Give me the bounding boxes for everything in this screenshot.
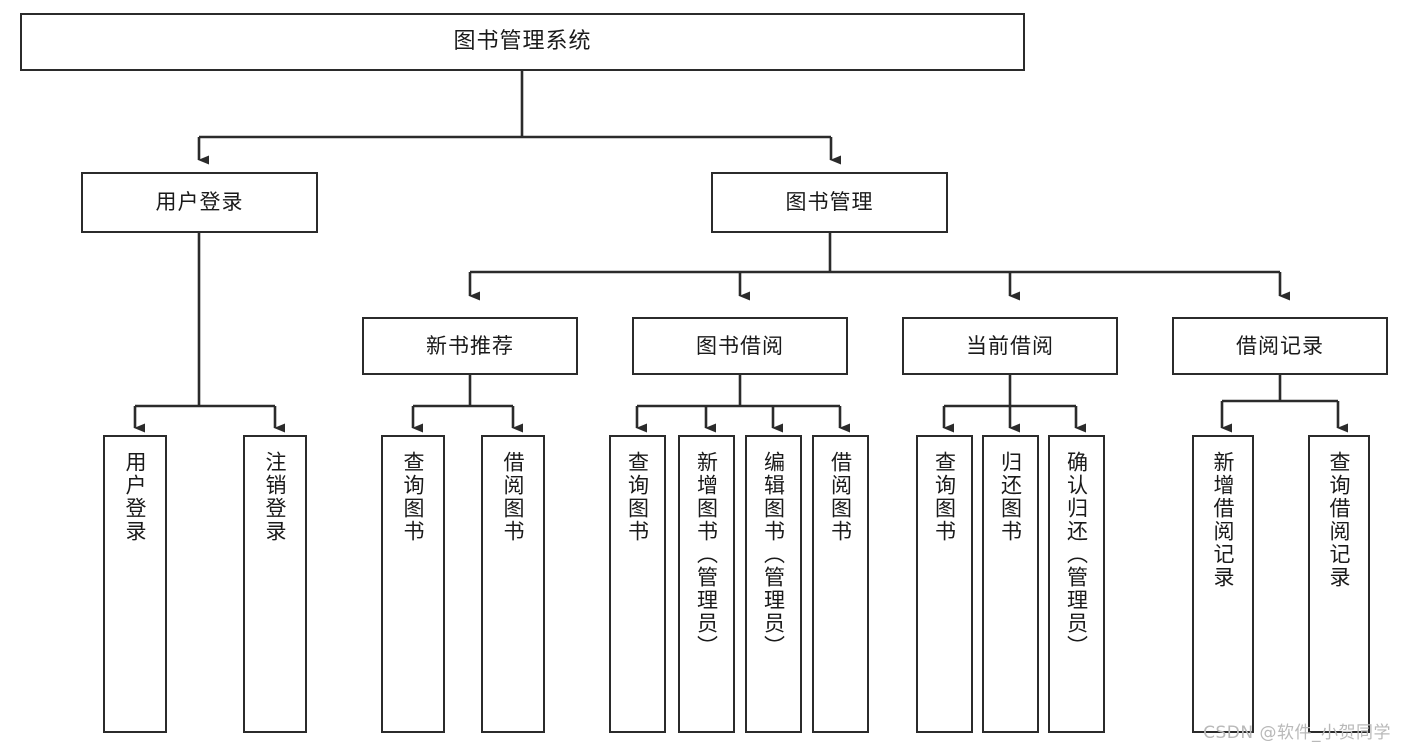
node-label: 查询图书: [401, 451, 426, 543]
node-label: 图书管理系统: [453, 29, 592, 55]
node-borrow-record[interactable]: 借阅记录: [1172, 317, 1388, 375]
node-label: 图书管理: [785, 190, 874, 215]
node-label: 当前借阅: [966, 333, 1054, 358]
node-label: 查询图书: [932, 451, 957, 543]
leaf-borrow-borrow-book[interactable]: 借阅图书: [812, 435, 869, 733]
leaf-borrow-query-book[interactable]: 查询图书: [609, 435, 666, 733]
node-book-borrow[interactable]: 图书借阅: [632, 317, 848, 375]
leaf-user-login-logout[interactable]: 注销登录: [243, 435, 307, 733]
node-label: 归还图书: [998, 451, 1023, 543]
node-label: 图书借阅: [696, 333, 784, 358]
node-new-book-recommend[interactable]: 新书推荐: [362, 317, 578, 375]
node-label: 新增借阅记录: [1211, 451, 1236, 589]
node-label: 编辑图书（管理员）: [761, 451, 786, 658]
node-label: 新书推荐: [426, 333, 514, 358]
node-label: 用户登录: [155, 190, 244, 215]
leaf-current-query-book[interactable]: 查询图书: [916, 435, 973, 733]
leaf-borrow-add-book-admin[interactable]: 新增图书（管理员）: [678, 435, 735, 733]
node-current-borrow[interactable]: 当前借阅: [902, 317, 1118, 375]
leaf-current-confirm-return-admin[interactable]: 确认归还（管理员）: [1048, 435, 1105, 733]
node-label: 查询借阅记录: [1327, 451, 1352, 589]
node-user-login[interactable]: 用户登录: [81, 172, 318, 233]
leaf-record-add-borrow-record[interactable]: 新增借阅记录: [1192, 435, 1254, 733]
leaf-current-return-book[interactable]: 归还图书: [982, 435, 1039, 733]
node-label: 借阅图书: [501, 451, 526, 543]
leaf-recommend-query-book[interactable]: 查询图书: [381, 435, 445, 733]
node-label: 注销登录: [263, 451, 288, 543]
node-root-system[interactable]: 图书管理系统: [20, 13, 1025, 71]
node-label: 新增图书（管理员）: [694, 451, 719, 658]
leaf-record-query-borrow-record[interactable]: 查询借阅记录: [1308, 435, 1370, 733]
leaf-recommend-borrow-book[interactable]: 借阅图书: [481, 435, 545, 733]
node-label: 借阅记录: [1236, 333, 1324, 358]
node-label: 查询图书: [625, 451, 650, 543]
node-label: 用户登录: [123, 451, 148, 543]
node-label: 确认归还（管理员）: [1064, 451, 1089, 658]
leaf-borrow-edit-book-admin[interactable]: 编辑图书（管理员）: [745, 435, 802, 733]
node-label: 借阅图书: [828, 451, 853, 543]
leaf-user-login-login[interactable]: 用户登录: [103, 435, 167, 733]
node-book-management[interactable]: 图书管理: [711, 172, 948, 233]
watermark-text: CSDN @软件_小贺同学: [1203, 723, 1391, 743]
